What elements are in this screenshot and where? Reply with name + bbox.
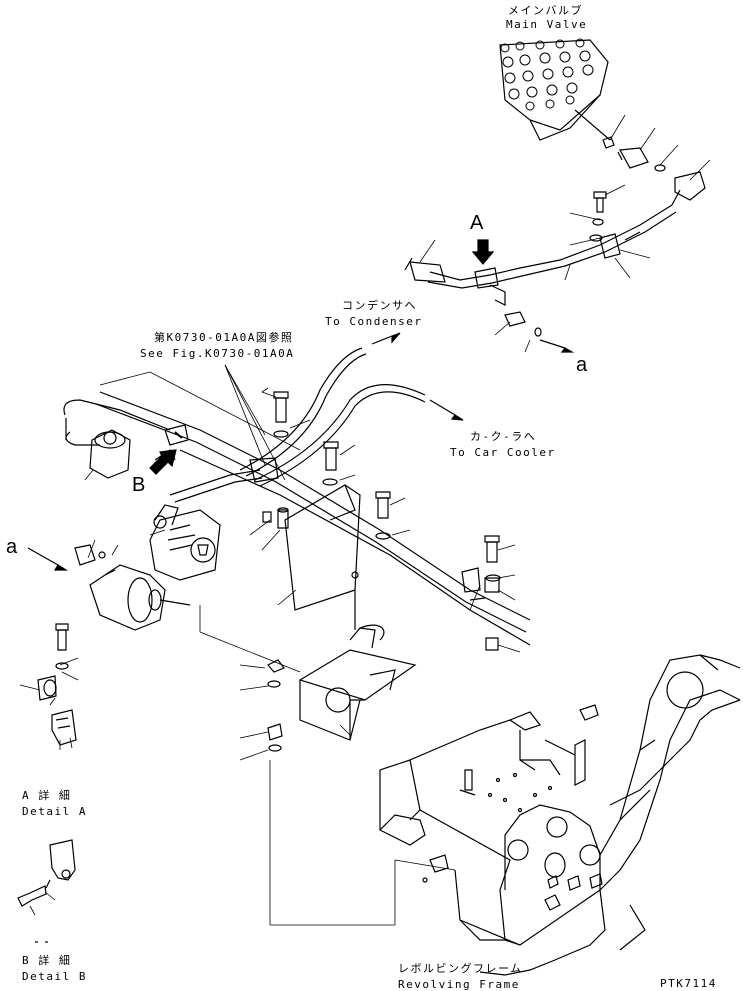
view-a-marker: A	[470, 212, 484, 234]
connection-lines	[100, 372, 455, 925]
revolving-frame-label-en: Revolving Frame	[398, 978, 520, 991]
main-valve-label-jp: メインバルブ	[508, 4, 583, 17]
ac-compressor	[150, 505, 220, 580]
detail-b-parts	[18, 840, 75, 942]
detail-a-label-jp: A 詳 細	[22, 789, 72, 802]
connector-a-left-label: a	[6, 536, 18, 558]
revolving-frame	[380, 655, 740, 975]
connector-a-right-label: a	[576, 354, 588, 376]
drive-motor	[75, 545, 190, 630]
main-valve	[500, 39, 705, 205]
figure-reference-en: See Fig.K0730-01A0A	[140, 347, 295, 360]
view-b-marker: B	[132, 474, 146, 496]
mounting-bracket-upper	[263, 485, 360, 610]
detail-b-label-jp: B 詳 細	[22, 954, 72, 967]
leader-lines-right	[420, 115, 710, 352]
leader-lines-center	[85, 365, 520, 760]
figure-reference-jp: 第K0730-01A0A図参照	[154, 331, 294, 344]
hose-assembly-right	[405, 192, 676, 352]
bolts-center	[274, 392, 500, 650]
car-cooler-label-jp: カ-ク-ラへ	[470, 430, 537, 443]
revolving-frame-label-jp: レボルビングフレーム	[398, 962, 523, 975]
detail-a-label-en: Detail A	[22, 805, 87, 818]
main-valve-label-en: Main Valve	[506, 18, 588, 31]
car-cooler-label-en: To Car Cooler	[450, 446, 556, 459]
detail-a-parts	[20, 624, 78, 750]
condenser-label-jp: コンデンサへ	[342, 299, 417, 312]
connector-a-left	[28, 548, 66, 570]
condenser-label-en: To Condenser	[325, 315, 423, 328]
detail-b-label-en: Detail B	[22, 970, 87, 983]
drawing-number: PTK7114	[660, 977, 717, 990]
